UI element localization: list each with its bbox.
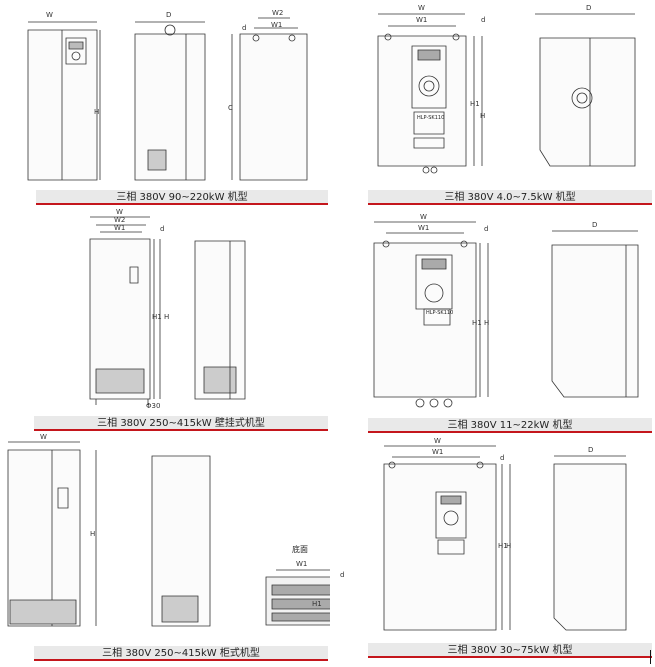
dim-w-label: W bbox=[46, 11, 53, 19]
caption-250-415kw-cabinet: 三相 380V 250~415kW 柜式机型 bbox=[34, 646, 328, 661]
dim-w-label: W bbox=[434, 437, 441, 445]
dim-d-label: D bbox=[588, 446, 594, 454]
dim-w-label: W bbox=[420, 213, 427, 221]
drawing-30-75kw bbox=[330, 430, 655, 667]
panel-30-75kw: W W1 d H1 H D 三相 380V 30~75kW 机型 bbox=[330, 430, 655, 667]
caption-11-22kw: 三相 380V 11~22kW 机型 bbox=[368, 418, 652, 433]
panel-4-7.5kw: W W1 d H1 H D HLP-SK110 三相 380V 4.0~7.5k… bbox=[330, 0, 655, 210]
model-plate-label: HLP-SK110 bbox=[417, 115, 445, 121]
drawing-250-415kw-cabinet bbox=[0, 430, 330, 667]
dim-w2-label: W2 bbox=[114, 216, 126, 224]
dim-w1-label: W1 bbox=[432, 448, 444, 456]
dim-h1-label: H1 bbox=[152, 313, 162, 321]
dim-d-label: d bbox=[242, 24, 247, 32]
dim-h-label: H bbox=[90, 530, 96, 538]
model-plate-label: HLP-SK110 bbox=[426, 310, 454, 316]
dim-d-label: d bbox=[481, 16, 486, 24]
panel-90-220kw: W D W2 W1 d H C 三相 380V 90~220kW 机型 bbox=[0, 0, 330, 210]
dim-w-label: W bbox=[40, 433, 47, 441]
drawing-90-220kw bbox=[0, 0, 330, 210]
drawing-11-22kw bbox=[330, 205, 655, 435]
bottom-view-label: 底面 bbox=[292, 545, 308, 554]
dim-d-label: D bbox=[166, 11, 172, 19]
dim-h1-label: H1 bbox=[498, 542, 508, 550]
caption-250-415kw-wall: 三相 380V 250~415kW 壁挂式机型 bbox=[34, 416, 328, 431]
dim-d-label: D bbox=[592, 221, 598, 229]
panel-250-415kw-cabinet: W H 底面 W1 d H1 三相 380V 250~415kW 柜式机型 bbox=[0, 430, 344, 667]
dim-w-label: W bbox=[418, 4, 425, 12]
dim-d-label: d bbox=[340, 571, 345, 579]
dim-d-label: D bbox=[586, 4, 592, 12]
dim-phi30-label: Φ30 bbox=[146, 402, 161, 410]
dim-w1-label: W1 bbox=[114, 224, 126, 232]
panel-250-415kw-wall: W W2 W1 d H1 H Φ30 三相 380V 250~415kW 壁挂式… bbox=[0, 205, 330, 435]
caption-30-75kw: 三相 380V 30~75kW 机型 bbox=[368, 643, 652, 658]
drawing-250-415kw-wall bbox=[0, 205, 330, 435]
dim-h1-label: H1 bbox=[472, 319, 482, 327]
dim-h-label: H bbox=[484, 319, 490, 327]
dim-h-label: H bbox=[164, 313, 170, 321]
edge-marker bbox=[650, 650, 651, 664]
dim-w1-label: W1 bbox=[416, 16, 428, 24]
caption-90-220kw: 三相 380V 90~220kW 机型 bbox=[36, 190, 328, 205]
dim-w1-label: W1 bbox=[271, 21, 283, 29]
dim-w2-label: W2 bbox=[272, 9, 284, 17]
dim-d-label: d bbox=[500, 454, 505, 462]
panel-11-22kw: W W1 d H1 H D HLP-SK110 三相 380V 11~22kW … bbox=[330, 205, 655, 435]
dim-h1-label: H1 bbox=[312, 600, 322, 608]
dim-d-label: d bbox=[484, 225, 489, 233]
dim-h-label: H bbox=[506, 542, 512, 550]
drawing-4-7.5kw bbox=[330, 0, 655, 210]
dim-h-label: H bbox=[480, 112, 486, 120]
caption-4-7.5kw: 三相 380V 4.0~7.5kW 机型 bbox=[368, 190, 652, 205]
dim-w-label: W bbox=[116, 208, 123, 216]
dim-d-label: d bbox=[160, 225, 165, 233]
dim-c-label: C bbox=[228, 104, 233, 112]
dim-w1-label: W1 bbox=[418, 224, 430, 232]
dim-h-label: H bbox=[94, 108, 100, 116]
dim-h1-label: H1 bbox=[470, 100, 480, 108]
dim-w1-label: W1 bbox=[296, 560, 308, 568]
